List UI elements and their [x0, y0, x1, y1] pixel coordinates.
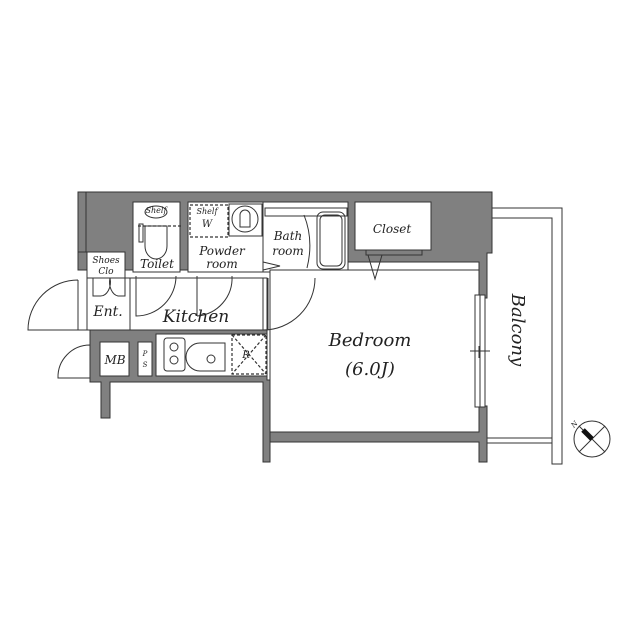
powder-shelf-label: Shelf: [197, 207, 220, 216]
balcony-label: Balcony: [507, 293, 528, 367]
shoes-closet: [86, 251, 126, 279]
north-label: N: [569, 419, 580, 430]
powder-room-label-2: room: [206, 257, 238, 271]
doors: [27, 275, 316, 379]
bedroom-label: Bedroom: [328, 330, 412, 351]
entrance-label: Ent.: [92, 304, 122, 320]
bedroom: [269, 269, 480, 433]
entrance-kitchen-area: [86, 277, 268, 331]
toilet-label: Toilet: [140, 257, 174, 271]
fixtures: [92, 203, 423, 375]
bathroom: [262, 201, 349, 273]
mb-label: MB: [103, 353, 125, 367]
bathroom-label-1: Bath: [273, 229, 303, 243]
washer-label: W: [202, 219, 213, 230]
bedroom-size-label: (6.0J): [345, 359, 395, 380]
fridge-label: R: [241, 350, 250, 361]
front-door: [27, 279, 79, 331]
shoes-closet-label-2: Clo: [98, 267, 114, 277]
pipe-space: [137, 341, 153, 377]
meter-box: [99, 341, 130, 377]
toilet-room: [132, 201, 181, 273]
toilet-shelf-label: Shelf: [146, 206, 169, 215]
kitchen-label: Kitchen: [162, 307, 229, 327]
ps-label-2: S: [143, 361, 148, 369]
shoes-closet-label-1: Shoes: [92, 256, 120, 266]
ps-label-1: P: [142, 350, 148, 358]
compass-icon: N: [569, 419, 611, 458]
closet: [354, 201, 432, 251]
balcony: [487, 207, 563, 465]
powder-room-label-1: Powder: [198, 244, 246, 258]
labels: Shoes Clo Shelf Toilet Shelf W Powder ro…: [92, 206, 528, 380]
closet-label: Closet: [373, 222, 412, 236]
bathroom-label-2: room: [272, 244, 304, 258]
